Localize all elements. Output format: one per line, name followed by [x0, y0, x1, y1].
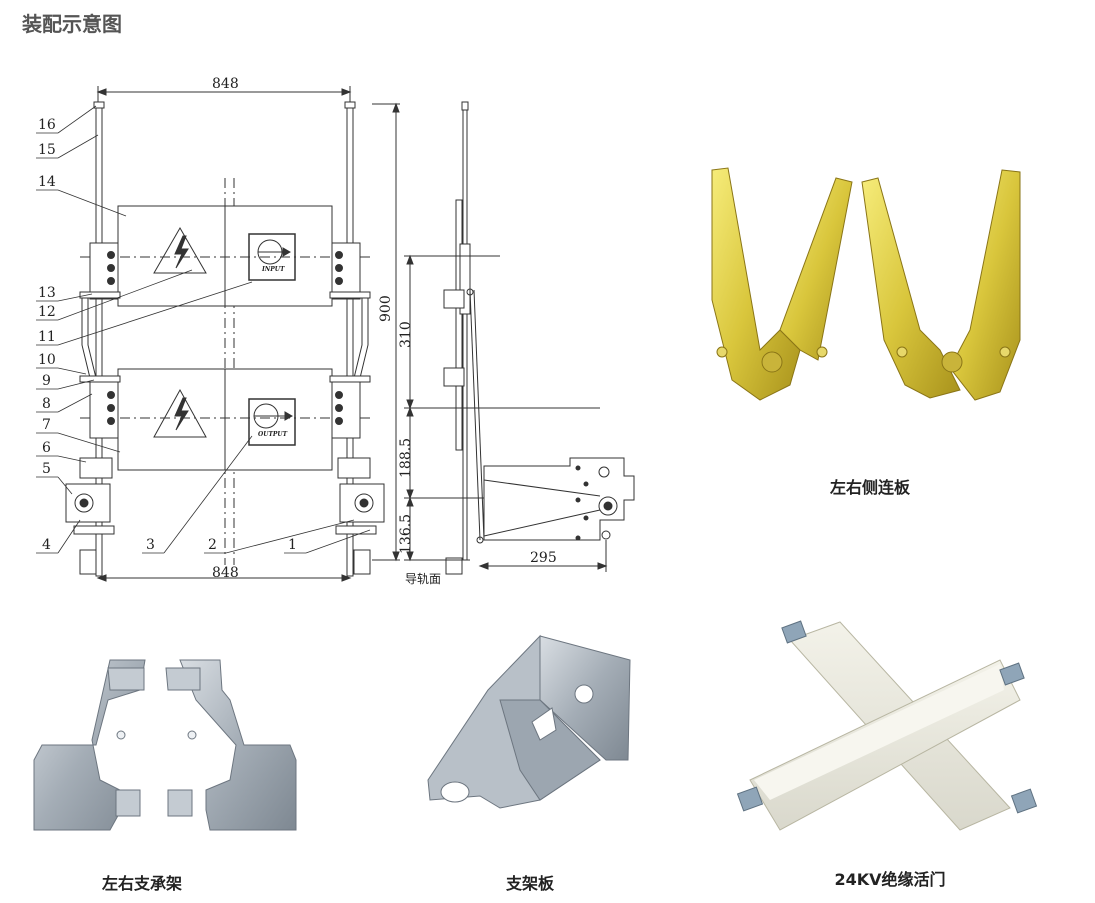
side-link-plates-photo: [711, 167, 1021, 401]
dimension-total-height: 900: [378, 295, 394, 322]
dimension-188-5: 188.5: [398, 437, 414, 478]
callout-2: 2: [208, 537, 217, 553]
insulating-shutter-photo: [736, 620, 1038, 831]
bracket-plate-photo: [427, 634, 631, 809]
rail-surface-label: 导轨面: [405, 572, 442, 586]
callout-4: 4: [42, 537, 51, 553]
callout-5: 5: [42, 461, 51, 477]
output-symbol-text: OUTPUT: [258, 431, 288, 438]
dimension-top-width: 848: [212, 76, 239, 92]
callout-13: 13: [38, 285, 56, 301]
callout-7: 7: [42, 417, 51, 433]
caption-insulating-shutter: 24KV绝缘活门: [834, 870, 946, 889]
input-symbol-text: INPUT: [262, 266, 285, 273]
callout-15: 15: [38, 142, 56, 158]
callout-12: 12: [38, 304, 56, 320]
callout-3: 3: [146, 537, 155, 553]
caption-side-link-plates: 左右侧连板: [829, 478, 910, 497]
caption-support-brackets: 左右支承架: [101, 874, 182, 893]
support-brackets-photo: [33, 659, 297, 831]
dimension-310: 310: [398, 321, 414, 348]
callout-1: 1: [288, 537, 297, 553]
caption-bracket-plate: 支架板: [505, 874, 554, 893]
callout-16: 16: [38, 117, 56, 133]
callout-leaders: [36, 105, 371, 554]
front-view: [65, 86, 400, 582]
dimension-bottom-width: 848: [212, 565, 239, 581]
page-title: 装配示意图: [22, 12, 122, 36]
callout-8: 8: [42, 396, 51, 412]
callout-14: 14: [38, 174, 56, 190]
callout-6: 6: [42, 440, 51, 456]
dimension-295: 295: [530, 550, 557, 566]
callout-10: 10: [38, 352, 56, 368]
dimension-136-5: 136.5: [398, 513, 414, 554]
callout-11: 11: [38, 329, 56, 345]
side-view: [404, 101, 635, 575]
callout-9: 9: [42, 373, 51, 389]
